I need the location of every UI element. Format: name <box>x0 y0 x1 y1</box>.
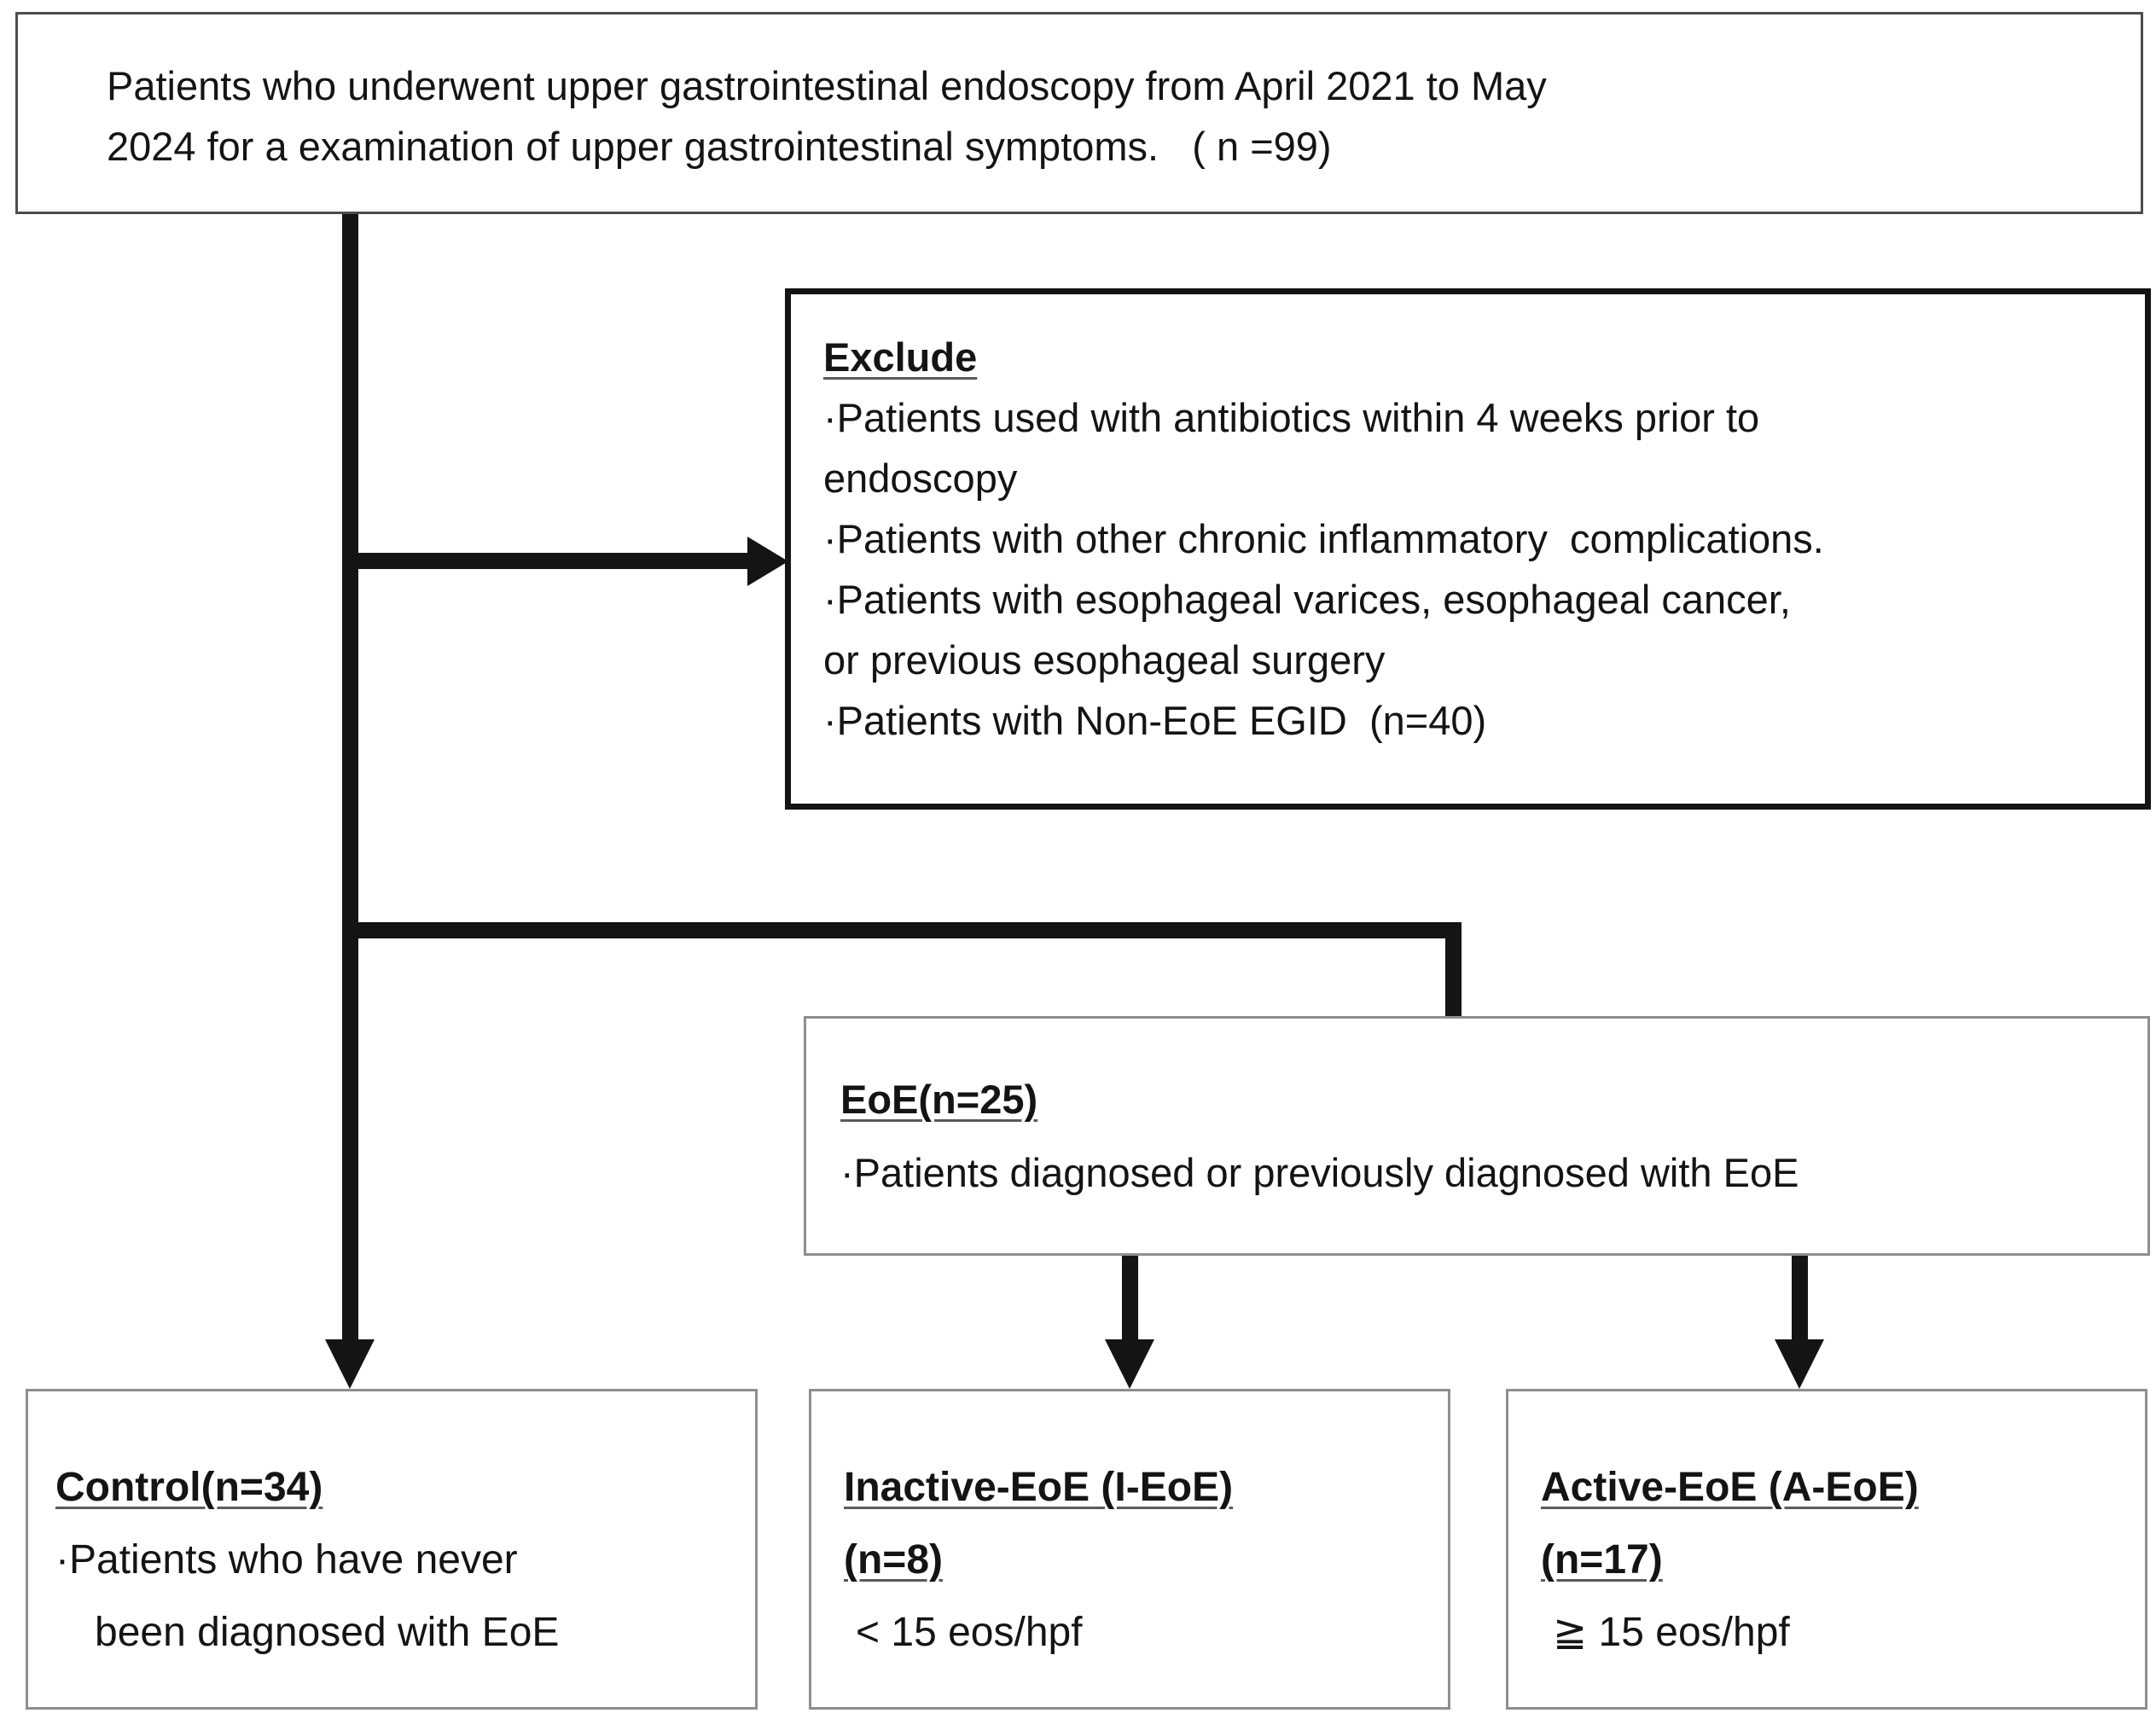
enrollment-line-2: 2024 for a examination of upper gastroin… <box>107 124 1332 169</box>
active-subtitle: (n=17) <box>1541 1537 1663 1583</box>
exclude-item-antibiotics-wrap: endoscopy <box>823 456 1018 501</box>
enrollment-line-1: Patients who underwent upper gastrointes… <box>107 63 1547 108</box>
exclude-item-varices: ·Patients with esophageal varices, esoph… <box>823 577 1791 622</box>
inactive-title: Inactive-EoE (I-EoE) <box>844 1465 1234 1510</box>
arrowhead-right-exclude-icon <box>747 537 788 586</box>
control-line-2: been diagnosed with EoE <box>95 1610 560 1655</box>
node-enrollment-box: Patients who underwent upper gastrointes… <box>15 12 2143 214</box>
connector-branch-vertical <box>1445 922 1462 1018</box>
control-text: Control(n=34) ·Patients who have never b… <box>55 1451 559 1669</box>
eoe-text: EoE(n=25) ·Patients diagnosed or previou… <box>840 1063 1799 1210</box>
exclude-item-non-eoe-egid: ·Patients with Non-EoE EGID (n=40) <box>823 698 1487 743</box>
exclude-title: Exclude <box>823 334 978 380</box>
node-inactive-eoe-box: Inactive-EoE (I-EoE) (n=8) < 15 eos/hpf <box>809 1389 1450 1710</box>
inactive-text: Inactive-EoE (I-EoE) (n=8) < 15 eos/hpf <box>844 1451 1233 1669</box>
control-title: Control(n=34) <box>55 1465 323 1510</box>
exclude-item-varices-wrap: or previous esophageal surgery <box>823 637 1386 682</box>
exclude-item-antibiotics: ·Patients used with antibiotics within 4… <box>823 395 1760 440</box>
connector-exclude-horizontal <box>342 553 750 569</box>
node-control-box: Control(n=34) ·Patients who have never b… <box>26 1389 758 1710</box>
node-exclude-box: Exclude ·Patients used with antibiotics … <box>785 288 2151 810</box>
connector-branch-horizontal <box>342 922 1462 938</box>
inactive-subtitle: (n=8) <box>844 1537 944 1583</box>
connector-active-vertical <box>1792 1256 1808 1341</box>
active-title: Active-EoE (A-EoE) <box>1541 1465 1919 1510</box>
inactive-criteria: < 15 eos/hpf <box>856 1610 1083 1655</box>
arrowhead-down-active-icon <box>1775 1339 1824 1389</box>
exclude-text: Exclude ·Patients used with antibiotics … <box>823 327 1824 751</box>
active-text: Active-EoE (A-EoE) (n=17) ≧ 15 eos/hpf <box>1541 1451 1919 1669</box>
connector-inactive-vertical <box>1122 1256 1138 1341</box>
active-criteria: ≧ 15 eos/hpf <box>1553 1610 1790 1655</box>
eoe-item: ·Patients diagnosed or previously diagno… <box>840 1150 1799 1195</box>
node-active-eoe-box: Active-EoE (A-EoE) (n=17) ≧ 15 eos/hpf <box>1506 1389 2147 1710</box>
connector-main-vertical <box>342 214 358 1341</box>
eoe-title: EoE(n=25) <box>840 1077 1038 1122</box>
arrowhead-down-control-icon <box>325 1339 375 1389</box>
arrowhead-down-inactive-icon <box>1105 1339 1154 1389</box>
enrollment-text: Patients who underwent upper gastrointes… <box>107 55 1547 177</box>
exclude-item-inflammatory: ·Patients with other chronic inflammator… <box>823 516 1824 561</box>
node-eoe-box: EoE(n=25) ·Patients diagnosed or previou… <box>804 1016 2150 1256</box>
control-line-1: ·Patients who have never <box>55 1537 518 1583</box>
